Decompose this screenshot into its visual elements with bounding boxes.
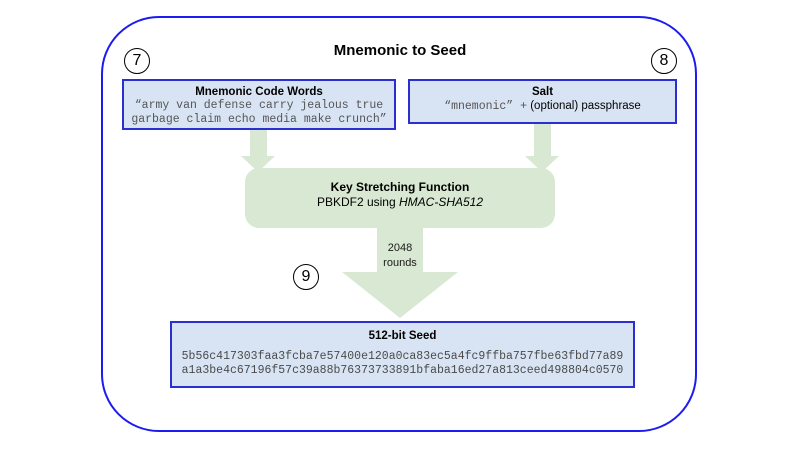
salt-plain-part: (optional) passphrase: [530, 100, 641, 112]
step-number-7-label: 7: [132, 52, 142, 69]
step-number-8-label: 8: [659, 52, 669, 69]
mnemonic-words-line1: “army van defense carry jealous true: [134, 99, 384, 112]
mnemonic-code-words-box: Mnemonic Code Words “army van defense ca…: [122, 79, 396, 130]
ksf-box-title: Key Stretching Function: [330, 180, 470, 194]
step-number-9-label: 9: [301, 268, 311, 285]
mnemonic-box-title: Mnemonic Code Words: [195, 86, 323, 98]
arrow-ksf-to-seed-head: [342, 272, 458, 318]
diagram-title: Mnemonic to Seed: [333, 42, 467, 59]
key-stretching-function-box: Key Stretching Function PBKDF2 using HMA…: [245, 168, 555, 228]
ksf-box-subtitle: PBKDF2 using HMAC-SHA512: [245, 194, 555, 211]
seed-hex-line2: a1a3be4c67196f57c39a88b76373733891bfaba1…: [181, 364, 624, 377]
step-number-7-badge: 7: [124, 48, 150, 74]
arrow-salt-to-ksf-stem: [534, 124, 551, 157]
step-number-9-badge: 9: [293, 264, 319, 290]
seed-box: 512-bit Seed 5b56c417303faa3fcba7e57400e…: [170, 321, 635, 388]
salt-box-content: “mnemonic” + (optional) passphrase: [410, 99, 675, 114]
arrow-ksf-to-seed-stem: [377, 228, 423, 273]
mnemonic-words-line2: garbage claim echo media make crunch”: [131, 113, 387, 126]
ksf-line2-prefix: PBKDF2 using: [316, 195, 399, 209]
ksf-line2-italic: HMAC-SHA512: [399, 195, 484, 209]
rounds-label: 2048 rounds: [350, 241, 450, 271]
seed-hex-line1: 5b56c417303faa3fcba7e57400e120a0ca83ec5a…: [181, 350, 624, 363]
salt-box: Salt “mnemonic” + (optional) passphrase: [408, 79, 677, 124]
arrow-mnemonic-to-ksf-stem: [250, 130, 267, 157]
rounds-count: 2048: [387, 242, 413, 254]
seed-box-title: 512-bit Seed: [368, 330, 437, 342]
step-number-8-badge: 8: [651, 48, 677, 74]
salt-mono-part: “mnemonic” +: [444, 100, 528, 113]
salt-box-title: Salt: [531, 86, 554, 98]
rounds-word: rounds: [383, 257, 417, 269]
